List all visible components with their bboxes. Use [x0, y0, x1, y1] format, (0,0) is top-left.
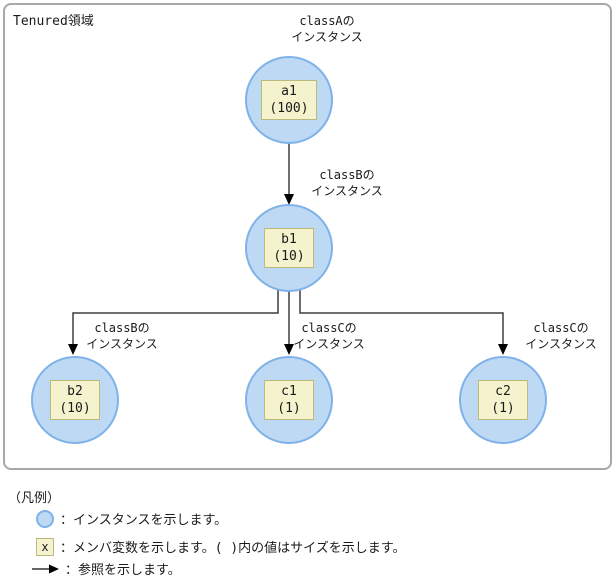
member-size: (1): [491, 401, 515, 416]
label-line: classBの: [319, 168, 375, 182]
member-variable-box: c1 (1): [264, 380, 314, 420]
label-line: インスタンス: [86, 337, 158, 351]
member-name: c1: [281, 384, 297, 399]
instance-node-b2: b2 (10): [31, 356, 119, 444]
label-line: インスタンス: [293, 337, 365, 351]
instance-node-c2: c2 (1): [459, 356, 547, 444]
instance-node-b1: b1 (10): [245, 204, 333, 292]
legend-item-text: ：メンバ変数を示します。( )内の値はサイズを示します。: [60, 541, 406, 556]
member-size: (10): [59, 401, 91, 416]
legend-item-text: ：インスタンスを示します。: [60, 513, 228, 528]
legend-item-instance: ：インスタンスを示します。: [36, 509, 227, 528]
legend-item-reference: ：参照を示します。: [32, 559, 181, 578]
member-variable-box: a1 (100): [261, 80, 317, 120]
label-classA-instance: classAの インスタンス: [267, 13, 387, 45]
member-variable-box-icon: x: [36, 537, 54, 556]
label-line: classCの: [301, 321, 357, 335]
member-variable-box: b1 (10): [264, 228, 314, 268]
reference-arrow-icon: [32, 564, 59, 573]
member-name: c2: [495, 384, 511, 399]
instance-node-c1: c1 (1): [245, 356, 333, 444]
region-label: Tenured領域: [13, 14, 94, 29]
label-line: classAの: [299, 14, 355, 28]
instance-circle-icon: [36, 509, 54, 528]
label-classB-instance-b2: classBの インスタンス: [74, 320, 170, 352]
label-line: インスタンス: [291, 30, 363, 44]
label-line: classCの: [533, 321, 589, 335]
member-variable-box: b2 (10): [50, 380, 100, 420]
legend-title: （凡例）: [8, 491, 61, 506]
member-size: (10): [273, 249, 305, 264]
label-classB-instance-b1: classBの インスタンス: [299, 167, 395, 199]
member-name: b2: [67, 384, 83, 399]
member-variable-box: c2 (1): [478, 380, 528, 420]
member-name: b1: [281, 232, 297, 247]
legend-item-member-variable: x ：メンバ変数を示します。( )内の値はサイズを示します。: [36, 537, 406, 556]
label-line: インスタンス: [525, 337, 597, 351]
member-name: a1: [281, 84, 297, 99]
member-size: (100): [269, 101, 309, 116]
member-variable-box-icon-label: x: [41, 539, 49, 554]
member-size: (1): [277, 401, 301, 416]
label-line: classBの: [94, 321, 150, 335]
legend-item-text: ：参照を示します。: [65, 563, 181, 578]
instance-node-a1: a1 (100): [245, 56, 333, 144]
label-line: インスタンス: [311, 184, 383, 198]
label-classC-instance-c1: classCの インスタンス: [280, 320, 378, 352]
label-classC-instance-c2: classCの インスタンス: [511, 320, 611, 352]
